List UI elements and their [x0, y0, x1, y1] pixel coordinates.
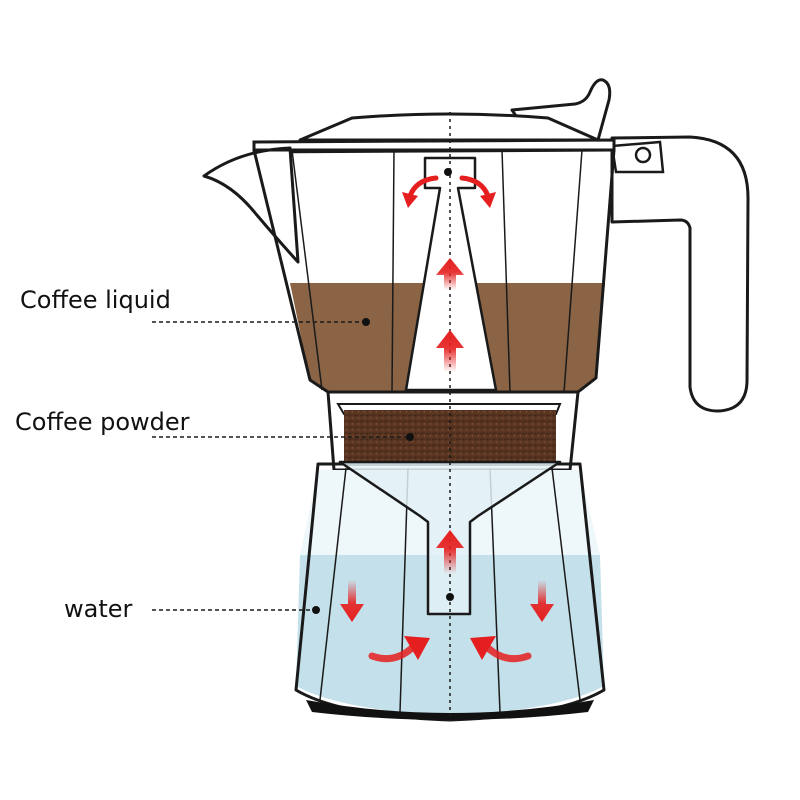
- lower-chamber-facets: [319, 467, 581, 713]
- red-flow-arrow-icon: [459, 175, 496, 208]
- red-flow-arrow-icon: [436, 330, 464, 372]
- lower-chamber-water: [296, 555, 604, 716]
- red-flow-arrow-icon: [530, 580, 554, 622]
- leader-dot-icon: [446, 593, 454, 601]
- red-flow-arrow-icon: [436, 530, 464, 574]
- leader-dot-icon: [444, 168, 452, 176]
- red-flow-arrow-icon: [368, 636, 430, 663]
- water-label: water: [64, 595, 133, 623]
- base: [306, 700, 594, 720]
- red-flow-arrow-icon: [470, 636, 532, 663]
- red-flow-arrow-icon: [340, 580, 364, 622]
- coffee-powder-label: Coffee powder: [15, 408, 190, 436]
- leader-dot-icon: [362, 318, 370, 326]
- leader-dot-icon: [312, 606, 320, 614]
- red-flow-arrow-icon: [402, 175, 439, 208]
- upper-chamber-facets: [291, 149, 583, 393]
- leader-dot-icon: [406, 433, 414, 441]
- spout: [202, 146, 300, 264]
- handle: [610, 135, 750, 413]
- hinge-pin: [634, 146, 652, 164]
- coffee-liquid-label: Coffee liquid: [20, 286, 171, 314]
- lid: [298, 112, 600, 142]
- red-flow-arrow-icon: [436, 258, 464, 290]
